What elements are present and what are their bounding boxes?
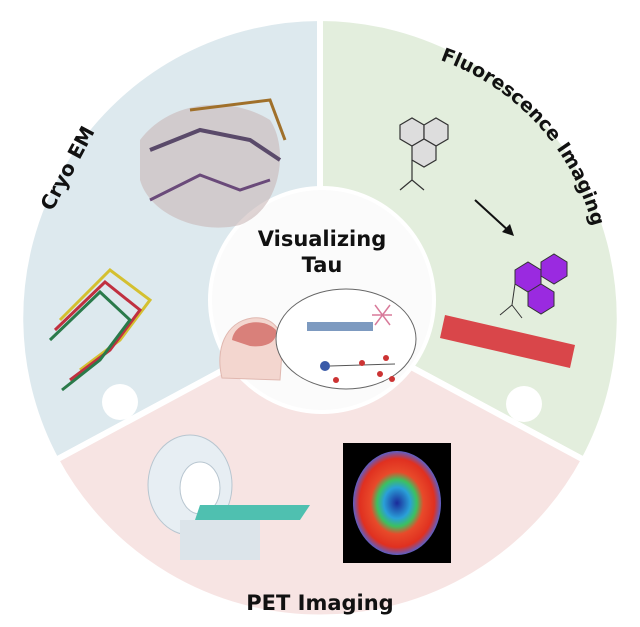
puzzle-knob <box>102 384 138 420</box>
pet-brain-image <box>353 451 441 555</box>
cryo-em-fibril-ribbon <box>48 268 153 392</box>
tau-tangle-icon <box>372 304 392 326</box>
arrow-icon <box>474 199 511 233</box>
cryo-em-density-map <box>140 98 287 228</box>
center-title-line1: Visualizing <box>258 227 387 251</box>
tau-fibril-icon <box>440 315 575 368</box>
fluorophore-hexagon-icon <box>399 117 449 191</box>
microtubule-icon <box>307 322 373 331</box>
center-title-line2: Tau <box>302 253 343 277</box>
pet-imaging-label: PET Imaging <box>246 591 393 615</box>
bound-fluorophore-icon <box>499 253 568 319</box>
tau-inset-ellipse <box>275 288 417 390</box>
pet-scanner-icon <box>147 434 310 560</box>
neuron-icon <box>320 355 396 383</box>
puzzle-knob <box>506 386 542 422</box>
